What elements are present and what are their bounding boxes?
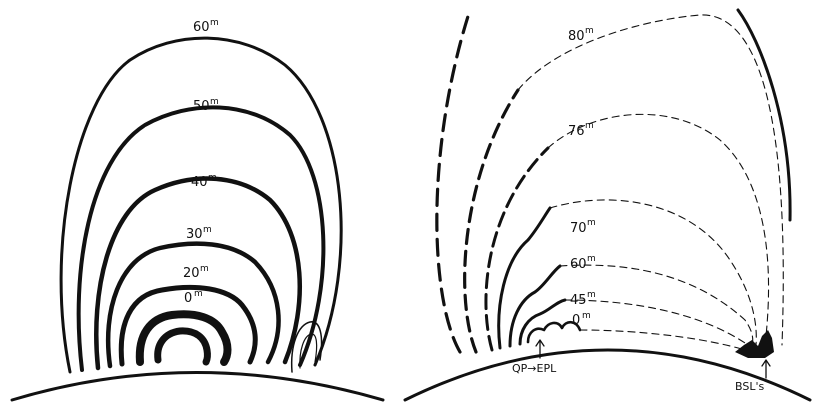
left-label-0: 0	[184, 291, 192, 306]
right-label-76: 76	[568, 124, 585, 139]
right-label-70: 70	[570, 221, 587, 236]
left-unit-30: m	[203, 225, 212, 235]
right-annotation-qp-epl: QP→EPL	[512, 362, 557, 375]
right-unit-60: m	[587, 254, 596, 264]
right-unit-76: m	[585, 121, 594, 131]
left-label-60: 60	[193, 20, 210, 35]
right-unit-70: m	[587, 218, 596, 228]
left-label-50: 50	[193, 99, 210, 114]
right-panel: 80 m 76 m 70 m 60 m 45 m 0 m QP→EPL BSL'…	[405, 10, 810, 400]
left-panel: 60 m 50 m 40 m 30 m 20 m 0 m	[12, 18, 383, 400]
left-ground-surface	[12, 373, 383, 401]
left-label-20: 20	[183, 266, 200, 281]
right-unit-80: m	[585, 26, 594, 36]
right-unit-45: m	[587, 290, 596, 300]
left-unit-20: m	[200, 264, 209, 274]
right-arrow-bsl	[762, 360, 770, 378]
right-contour-76m-left	[486, 148, 548, 350]
right-annotation-bsl: BSL's	[735, 380, 764, 393]
right-contour-80m-heavy	[465, 90, 518, 352]
right-label-0: 0	[572, 313, 580, 328]
right-contour-80m-right	[738, 10, 790, 220]
left-unit-60: m	[210, 18, 219, 28]
left-contour-core	[158, 331, 208, 362]
left-contour-60m	[61, 38, 341, 372]
right-label-45: 45	[570, 293, 587, 308]
left-unit-0: m	[194, 289, 203, 299]
left-label-30: 30	[186, 227, 203, 242]
right-contour-80m-arch	[518, 15, 783, 345]
right-contour-0m-arch	[580, 330, 745, 350]
left-unit-40: m	[208, 173, 217, 183]
right-bsl-lobes	[735, 330, 774, 358]
right-contour-45m-arch	[565, 300, 748, 345]
right-unit-0: m	[582, 311, 591, 321]
left-unit-50: m	[210, 97, 219, 107]
left-contour-0m	[140, 314, 228, 362]
right-label-60: 60	[570, 257, 587, 272]
right-contour-45m-left	[520, 300, 565, 344]
left-label-40: 40	[191, 175, 208, 190]
right-label-80: 80	[568, 29, 585, 44]
